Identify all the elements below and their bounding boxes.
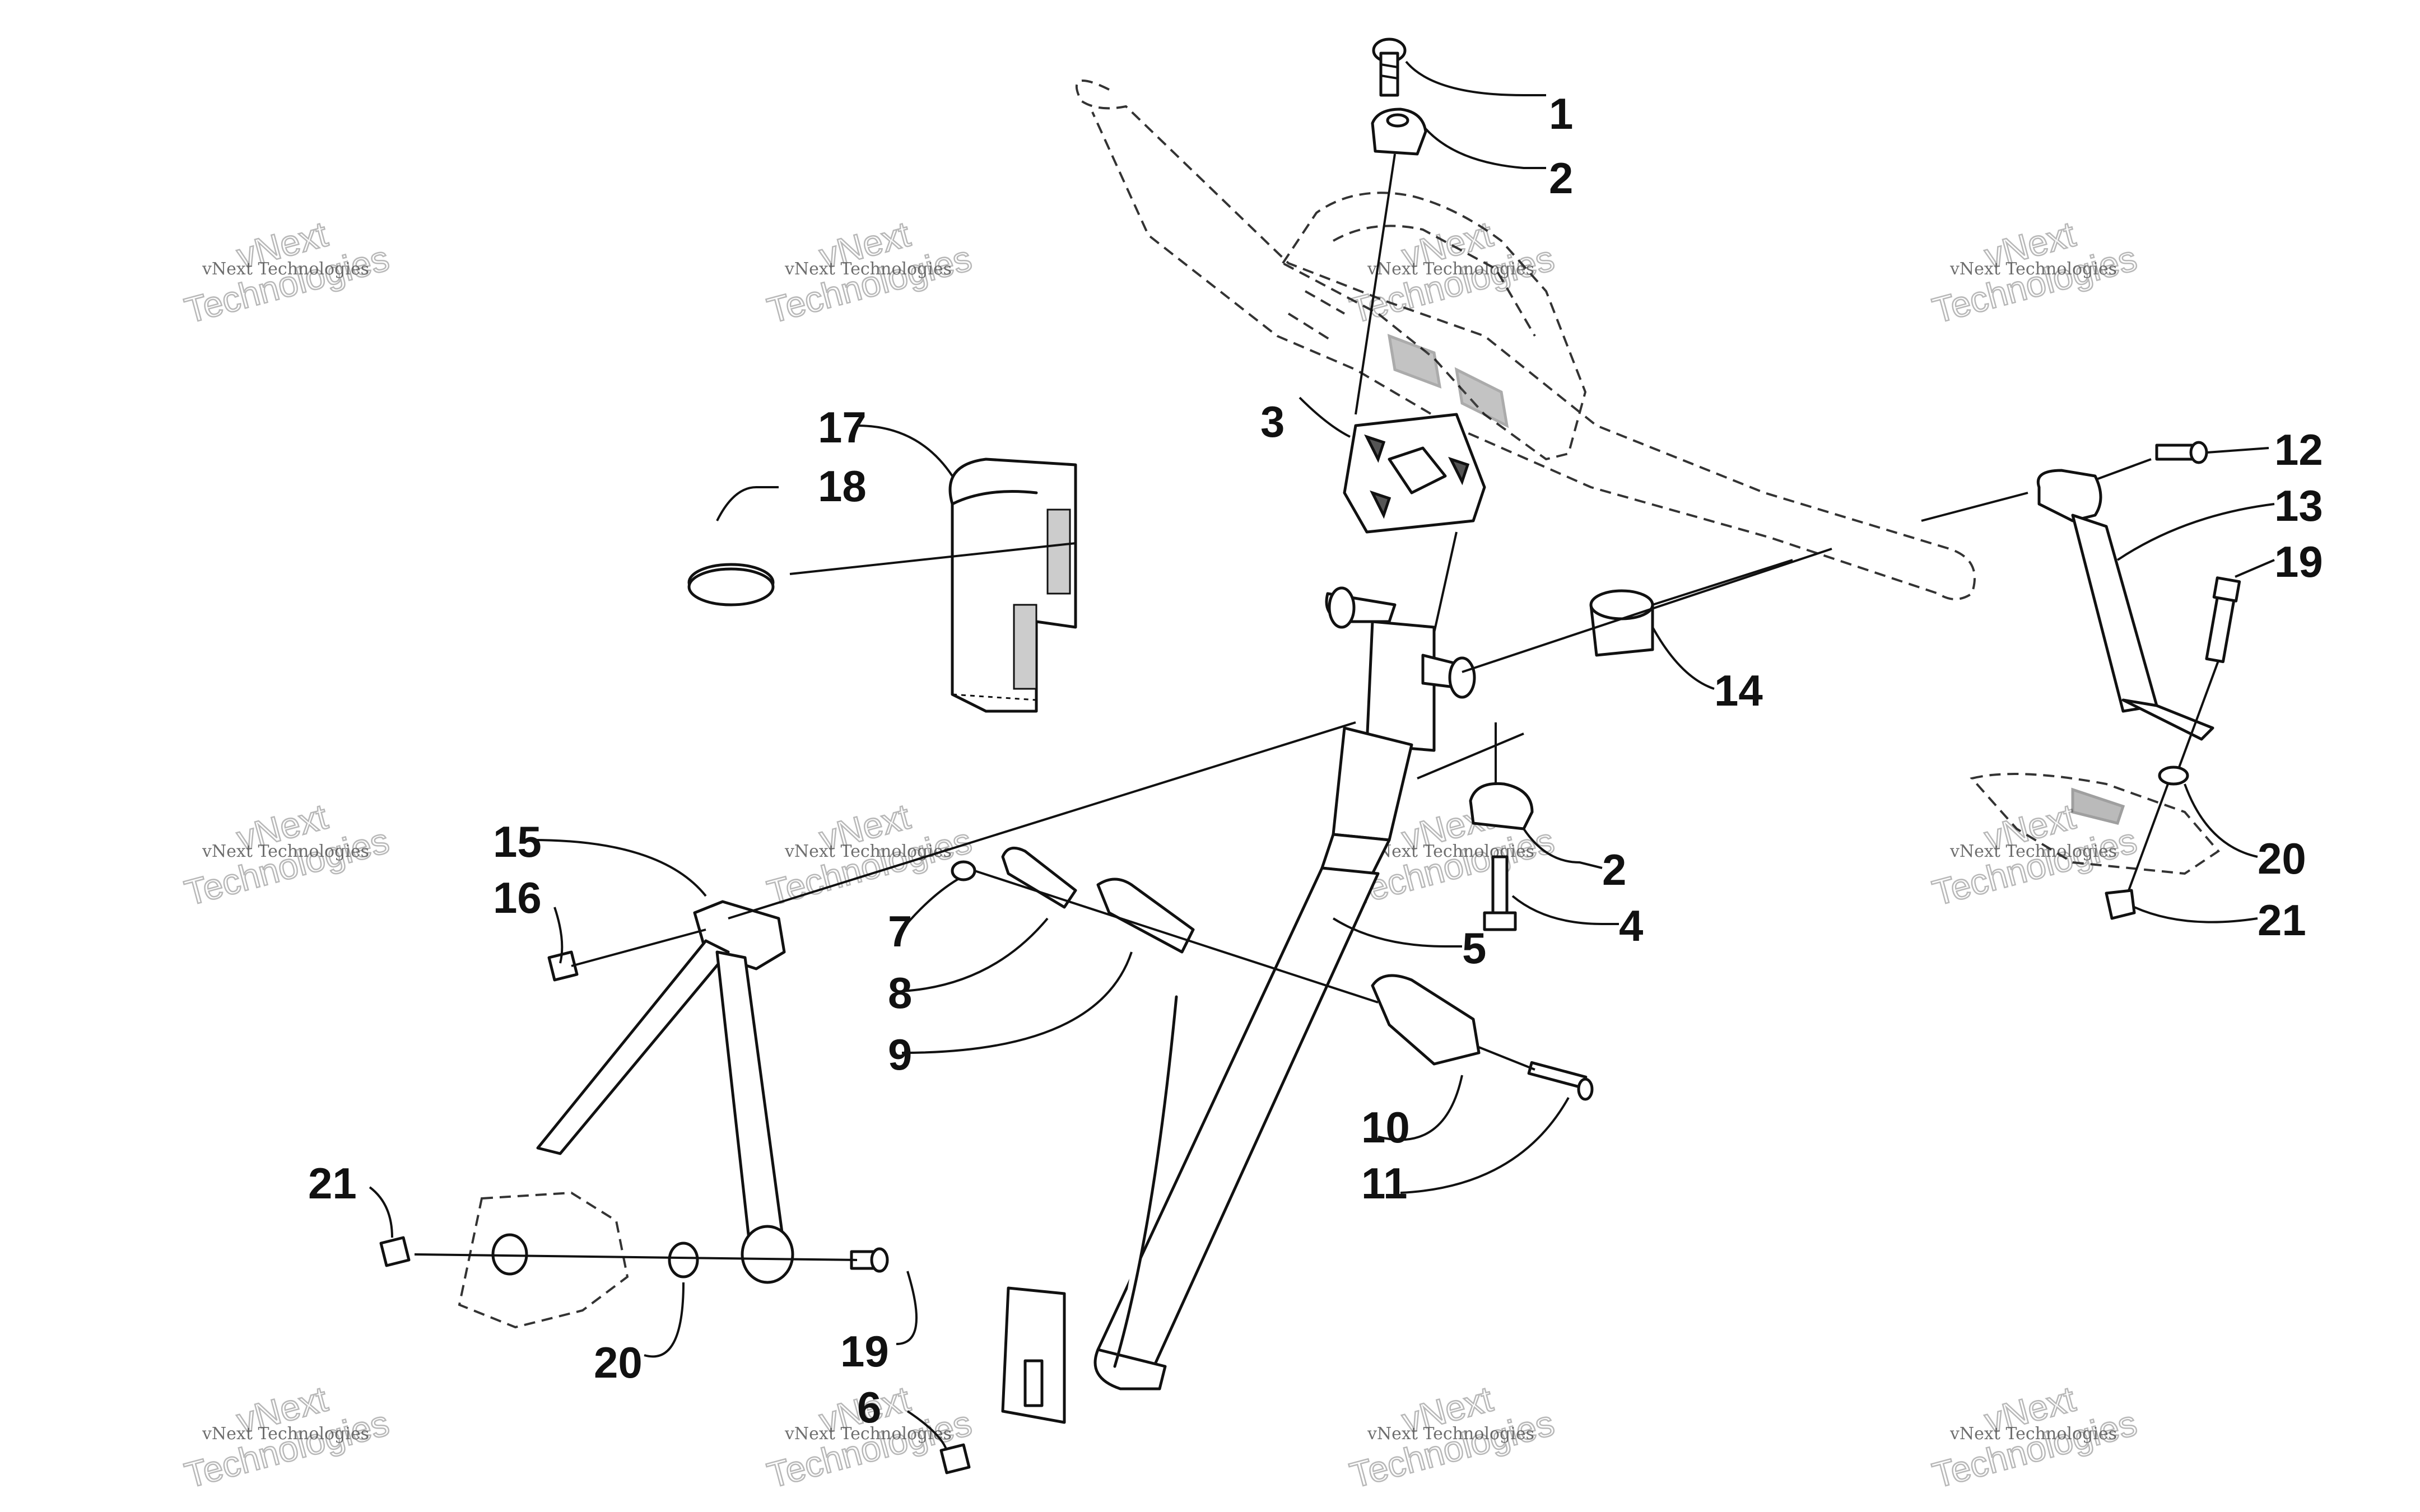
part-3-handlebar-clamp xyxy=(1343,413,1486,534)
part-2-clamp-upper xyxy=(1371,108,1427,156)
callout-10: 10 xyxy=(1361,1103,1410,1152)
part-16-nut xyxy=(547,950,579,982)
callout-21-left: 21 xyxy=(308,1159,357,1208)
part-12-bolt xyxy=(2155,441,2208,464)
callout-17: 17 xyxy=(818,403,867,452)
callout-20-left: 20 xyxy=(594,1338,643,1387)
callout-5: 5 xyxy=(1462,923,1486,973)
leader-lines xyxy=(369,60,2275,1451)
callout-9: 9 xyxy=(888,1030,912,1079)
callout-4: 4 xyxy=(1619,901,1643,950)
callout-16: 16 xyxy=(493,873,542,922)
part-6-nut xyxy=(939,1443,971,1474)
part-2-clamp-lower xyxy=(1469,782,1534,830)
watermark-small-text: vNext Technologies xyxy=(784,259,952,279)
callout-21-right: 21 xyxy=(2258,895,2306,945)
watermark-small-text: vNext Technologies xyxy=(1949,842,2117,861)
part-14-bushing xyxy=(1589,589,1654,657)
callout-2-upper: 2 xyxy=(1549,153,1573,203)
watermark-small-text: vNext Technologies xyxy=(1367,842,1534,861)
right-frame-fragment xyxy=(1970,773,2220,875)
part-8-bracket xyxy=(1001,846,1077,909)
watermark-small-text: vNext Technologies xyxy=(1367,1424,1534,1444)
callout-labels: 1 2 3 17 18 12 13 19 14 2 4 5 20 21 15 1… xyxy=(308,89,2323,1432)
callout-7: 7 xyxy=(888,907,912,956)
watermark-small-text: vNext Technologies xyxy=(784,842,952,861)
callout-8: 8 xyxy=(888,968,912,1018)
callout-14: 14 xyxy=(1714,666,1763,715)
callout-18: 18 xyxy=(818,461,867,511)
callout-12: 12 xyxy=(2274,425,2323,474)
callout-19-left: 19 xyxy=(840,1327,889,1376)
callout-20-right: 20 xyxy=(2258,834,2306,883)
callout-11: 11 xyxy=(1361,1159,1407,1208)
callout-19-right: 19 xyxy=(2274,537,2323,586)
callout-2-lower: 2 xyxy=(1602,845,1626,894)
left-frame-fragment xyxy=(458,1191,629,1329)
callout-6: 6 xyxy=(857,1383,881,1432)
callout-13: 13 xyxy=(2274,481,2323,530)
part-13-right-bracket xyxy=(2037,469,2214,741)
part-21-nut-right xyxy=(2105,889,2136,920)
part-17-cover xyxy=(948,458,1077,713)
part-7-nut xyxy=(951,860,976,881)
part-15-left-bracket xyxy=(536,900,794,1284)
watermark-small-text: vNext Technologies xyxy=(202,1424,369,1444)
part-1-bolt xyxy=(1372,38,1407,97)
watermark-small-text: vNext Technologies xyxy=(1367,259,1534,279)
part-20-washer-left xyxy=(668,1242,699,1278)
watermark-small-text: vNext Technologies xyxy=(202,259,369,279)
watermark-small-text: vNext Technologies xyxy=(1949,1424,2117,1444)
watermark-small-text: vNext Technologies xyxy=(784,1424,952,1444)
callout-3: 3 xyxy=(1260,397,1285,446)
callout-1: 1 xyxy=(1549,89,1573,138)
part-4-bolt xyxy=(1483,855,1517,931)
part-21-nut-left xyxy=(379,1236,411,1267)
part-5-steering-post xyxy=(1001,586,1476,1424)
part-11-bolt xyxy=(1527,1061,1594,1101)
handlebar-outline xyxy=(1075,80,1976,600)
callout-15: 15 xyxy=(493,817,542,866)
part-18-snap-ring xyxy=(687,563,775,606)
part-19-bolt-right xyxy=(2205,576,2241,664)
part-10-clamp xyxy=(1371,974,1481,1066)
part-20-washer-right xyxy=(2158,766,2189,786)
watermark-small-text: vNext Technologies xyxy=(202,842,369,861)
watermark-small-text: vNext Technologies xyxy=(1949,259,2117,279)
